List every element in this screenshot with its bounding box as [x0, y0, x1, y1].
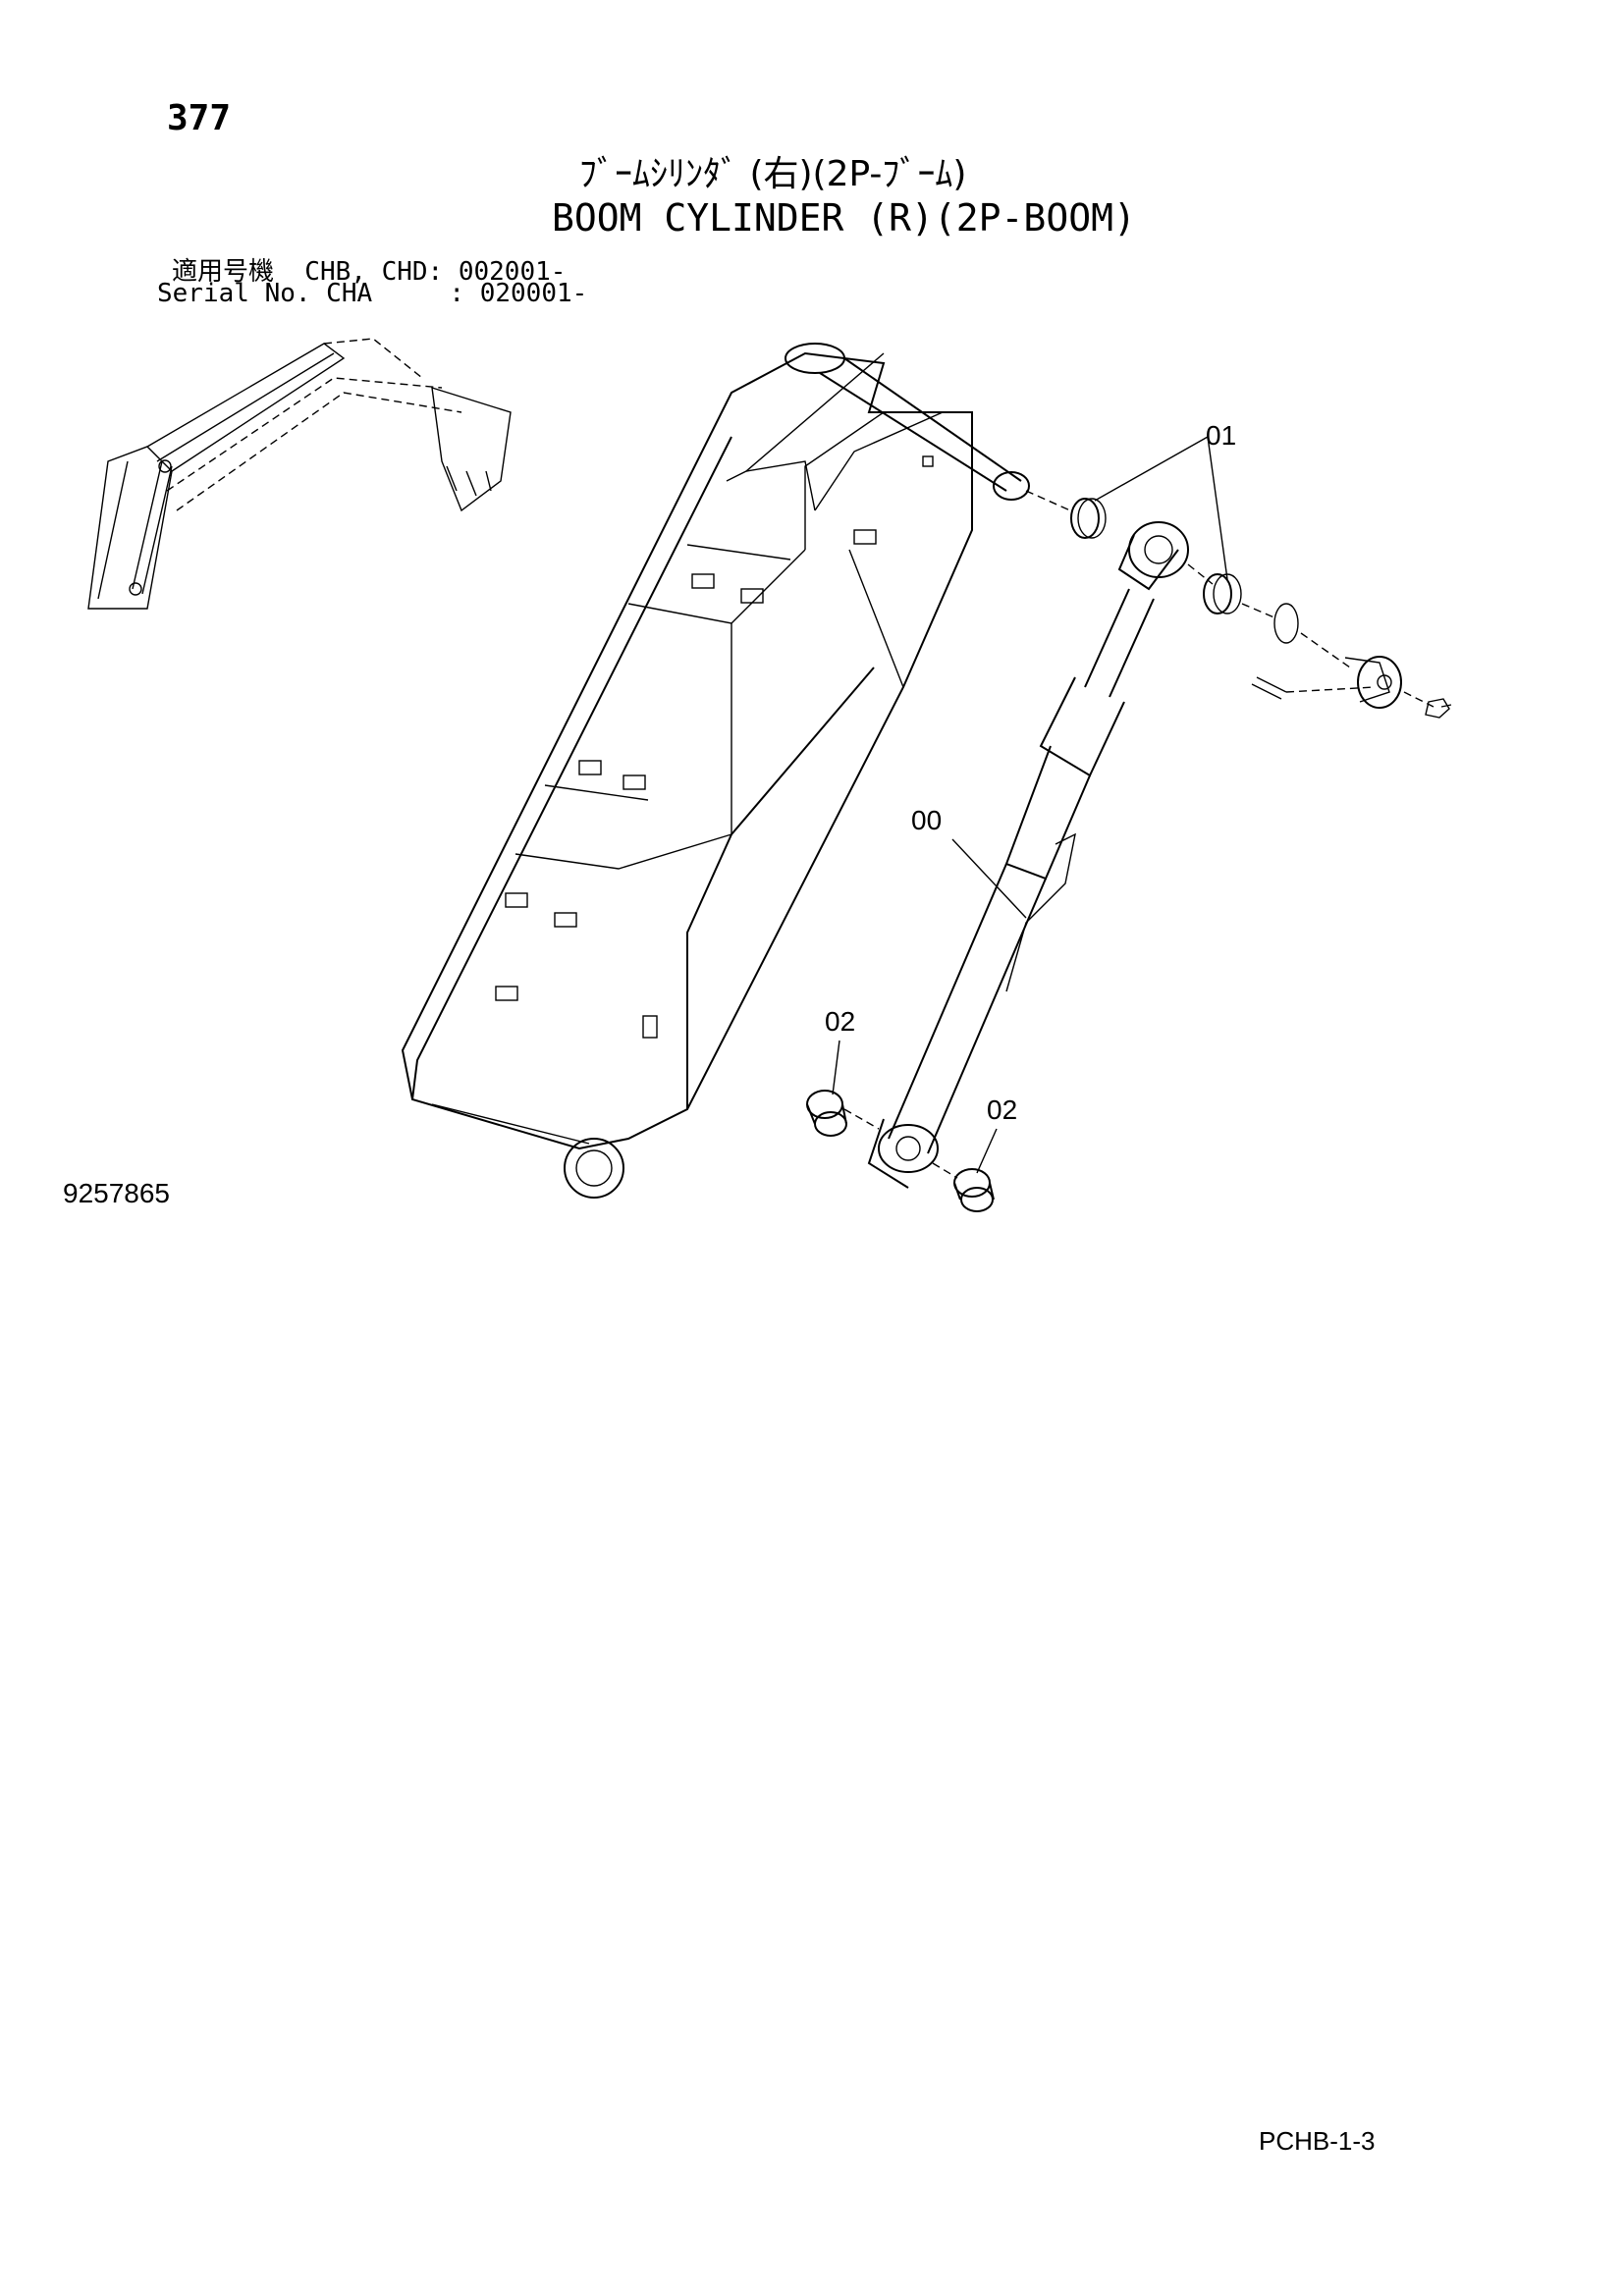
- applicable-models-line: 適用号機 CHB, CHD: 002001-: [172, 257, 567, 287]
- serial-number-line: Serial No. CHA : 020001-: [157, 279, 588, 308]
- boom-outline: [401, 343, 1030, 1199]
- pin-hardware: [1025, 490, 1452, 719]
- callout-02-left: 02: [825, 1006, 856, 1037]
- page-number: 377: [167, 98, 232, 138]
- boom-cylinder: [867, 521, 1189, 1189]
- page-code: PCHB-1-3: [1259, 2126, 1376, 2156]
- bushings-bottom: [806, 1090, 995, 1212]
- drawing-number: 9257865: [63, 1178, 171, 1208]
- callout-00: 00: [911, 805, 943, 835]
- title-english: BOOM CYLINDER (R)(2P-BOOM): [552, 196, 1136, 240]
- callout-01: 01: [1206, 420, 1237, 451]
- callout-02-right: 02: [987, 1095, 1018, 1125]
- title-japanese: ﾌﾞｰﾑｼﾘﾝﾀﾞ (右)(2P-ﾌﾞｰﾑ): [579, 154, 967, 194]
- excavator-thumbnail: [87, 338, 512, 610]
- leader-lines: [832, 436, 1228, 1174]
